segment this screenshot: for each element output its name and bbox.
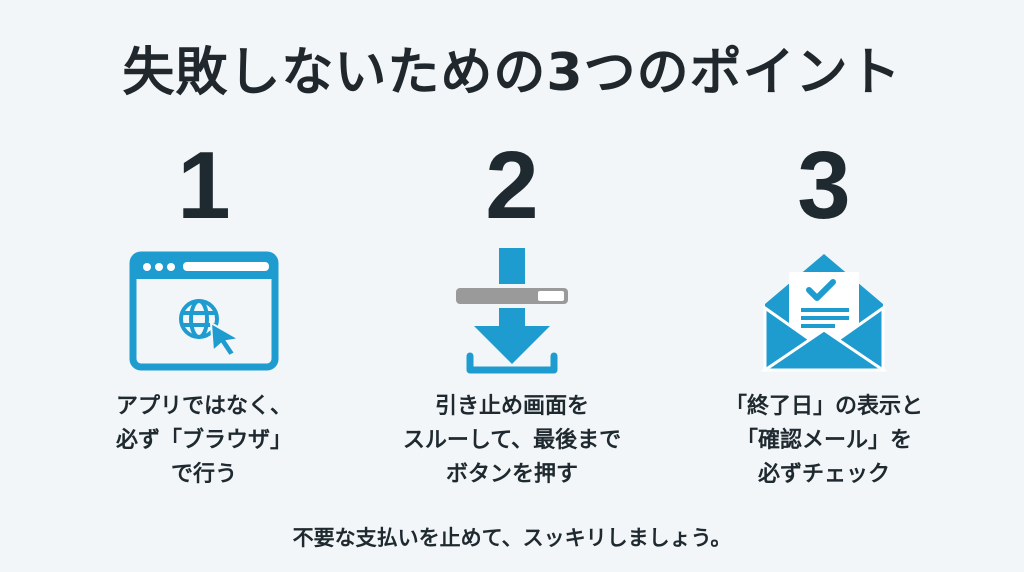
point-3: 3 「終了日」の表示と 「確認メール」を 必ずチェック [664,138,984,492]
open-envelope-check-icon [759,246,889,376]
browser-globe-cursor-icon [129,246,279,376]
download-progress-icon [452,246,572,376]
point-number: 2 [485,132,539,239]
point-number: 1 [177,132,231,239]
point-number: 3 [797,132,851,239]
point-2: 2 引き止め画面を スルーして、最後まで ボタンを押す [352,138,672,492]
page-title: 失敗しないための3つのポイント [122,43,902,103]
point-1: 1 アプリではなく、 必ず「ブラウザ」 で行う [44,138,364,492]
point-description: 引き止め画面を スルーして、最後まで ボタンを押す [402,394,622,487]
footer-message: 不要な支払いを止めて、スッキリしましょう。 [292,526,732,550]
point-description: アプリではなく、 必ず「ブラウザ」 で行う [115,394,292,487]
point-description: 「終了日」の表示と 「確認メール」を 必ずチェック [724,394,923,487]
